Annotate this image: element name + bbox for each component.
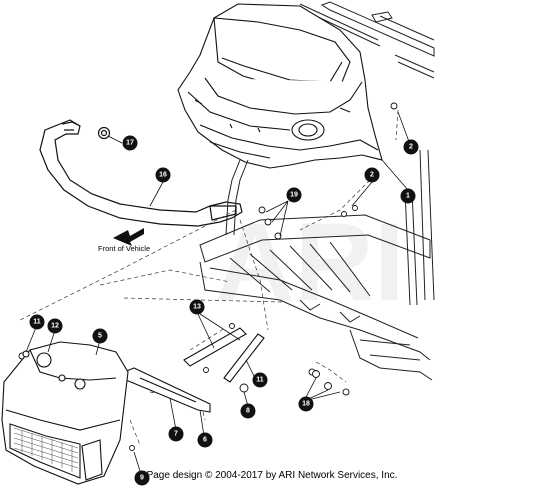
svg-text:16: 16 (159, 172, 167, 179)
svg-text:9: 9 (140, 475, 144, 482)
callout-7[interactable]: 7 (168, 426, 184, 442)
front-fascia (1, 341, 129, 485)
svg-text:6: 6 (203, 437, 207, 444)
callout-1[interactable]: 1 (400, 188, 416, 204)
callout-2[interactable]: 2 (364, 167, 380, 183)
front-of-vehicle-label: Front of Vehicle (98, 244, 150, 253)
callout-2[interactable]: 2 (403, 139, 419, 155)
front-direction-indicator: Front of Vehicle (98, 228, 150, 253)
ari-watermark: ARI (215, 201, 404, 324)
callout-11[interactable]: 11 (29, 314, 45, 330)
callout-11[interactable]: 11 (252, 372, 268, 388)
svg-text:12: 12 (51, 323, 59, 330)
svg-text:2: 2 (370, 172, 374, 179)
callout-19[interactable]: 19 (286, 187, 302, 203)
svg-text:11: 11 (256, 377, 264, 384)
callout-17[interactable]: 17 (122, 135, 138, 151)
copyright-footer: Page design © 2004-2017 by ARI Network S… (146, 470, 398, 481)
callout-5[interactable]: 5 (92, 328, 108, 344)
svg-text:17: 17 (126, 140, 134, 147)
svg-text:13: 13 (193, 304, 201, 311)
front-bumper-bar (39, 119, 243, 227)
brace-links (183, 327, 265, 383)
svg-text:7: 7 (174, 431, 178, 438)
callouts: 2 1 17 16 19 2 11 12 5 13 11 8 18 7 6 9 (29, 135, 419, 486)
callout-9[interactable]: 9 (134, 470, 150, 486)
mounting-bracket (123, 367, 211, 413)
callout-6[interactable]: 6 (197, 432, 213, 448)
hood-cowl (177, 3, 383, 169)
svg-text:1: 1 (406, 193, 410, 200)
svg-text:11: 11 (33, 319, 41, 326)
assembly-lines (19, 109, 399, 446)
chassis-frame (199, 159, 433, 396)
svg-text:18: 18 (302, 401, 310, 408)
callout-8[interactable]: 8 (240, 403, 256, 419)
callout-12[interactable]: 12 (47, 318, 63, 334)
callout-18[interactable]: 18 (298, 396, 314, 412)
callout-16[interactable]: 16 (155, 167, 171, 183)
svg-text:8: 8 (246, 408, 250, 415)
svg-text:19: 19 (290, 192, 298, 199)
callout-13[interactable]: 13 (189, 299, 205, 315)
svg-text:2: 2 (409, 144, 413, 151)
direction-arrow-icon (113, 228, 144, 246)
svg-text:5: 5 (98, 333, 102, 340)
